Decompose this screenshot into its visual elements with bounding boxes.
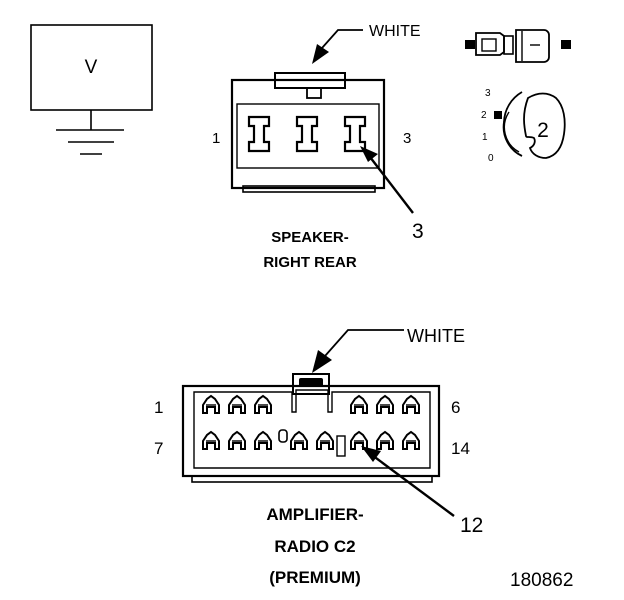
amplifier-connector bbox=[181, 373, 441, 483]
speaker-wire-color: WHITE bbox=[369, 23, 421, 40]
amplifier-callout: 12 bbox=[460, 514, 483, 537]
speaker-callout: 3 bbox=[412, 220, 424, 243]
amp-terminal-4 bbox=[350, 395, 368, 414]
speaker-connector bbox=[230, 72, 386, 193]
amp-terminal-11 bbox=[316, 431, 334, 450]
amp-pin-6-label: 6 bbox=[451, 398, 460, 417]
amplifier-callout-arrow bbox=[361, 446, 455, 517]
amplifier-title-line1: AMPLIFIER- bbox=[266, 505, 363, 524]
amp-pin-7-label: 7 bbox=[154, 439, 163, 458]
speaker-terminal-3 bbox=[343, 115, 367, 153]
amp-terminal-12 bbox=[350, 431, 368, 450]
amp-terminal-8 bbox=[228, 431, 246, 450]
voltmeter bbox=[30, 24, 153, 130]
speaker-terminal-2 bbox=[295, 115, 319, 153]
amp-terminal-7 bbox=[202, 431, 220, 450]
view-angle-icon bbox=[494, 91, 566, 159]
voltmeter-label: V bbox=[85, 57, 98, 78]
speaker-terminal-1 bbox=[247, 115, 271, 153]
speaker-pin-3-label: 3 bbox=[403, 130, 411, 147]
amp-terminal-9 bbox=[254, 431, 272, 450]
amplifier-wire-color: WHITE bbox=[407, 326, 465, 346]
amplifier-title-line2: RADIO C2 bbox=[274, 537, 355, 556]
amp-terminal-2 bbox=[228, 395, 246, 414]
amplifier-title-line3: (PREMIUM) bbox=[269, 568, 361, 587]
amp-pin-1-label: 1 bbox=[154, 398, 163, 417]
amp-terminal-10 bbox=[290, 431, 308, 450]
speaker-callout-arrow bbox=[360, 146, 414, 214]
view-scale-2: 2 bbox=[481, 110, 487, 121]
view-scale-1: 1 bbox=[482, 132, 488, 143]
amp-terminal-1 bbox=[202, 395, 220, 414]
view-scale-3: 3 bbox=[485, 88, 491, 99]
speaker-pin-1-label: 1 bbox=[212, 130, 220, 147]
ground-icon bbox=[56, 129, 124, 155]
amp-terminal-13 bbox=[376, 431, 394, 450]
view-scale-0: 0 bbox=[488, 153, 494, 164]
speaker-title-line1: SPEAKER- bbox=[271, 229, 349, 246]
amp-terminal-5 bbox=[376, 395, 394, 414]
amp-terminal-6 bbox=[402, 395, 420, 414]
speaker-title-line2: RIGHT REAR bbox=[263, 254, 357, 271]
speaker-wire-leader bbox=[312, 29, 363, 64]
connector-side-icon bbox=[465, 29, 571, 63]
view-number: 2 bbox=[537, 119, 549, 142]
figure-number: 180862 bbox=[510, 570, 573, 591]
amplifier-wire-leader bbox=[312, 329, 404, 373]
amp-pin-14-label: 14 bbox=[451, 439, 470, 458]
amp-terminal-14 bbox=[402, 431, 420, 450]
amp-terminal-3 bbox=[254, 395, 272, 414]
